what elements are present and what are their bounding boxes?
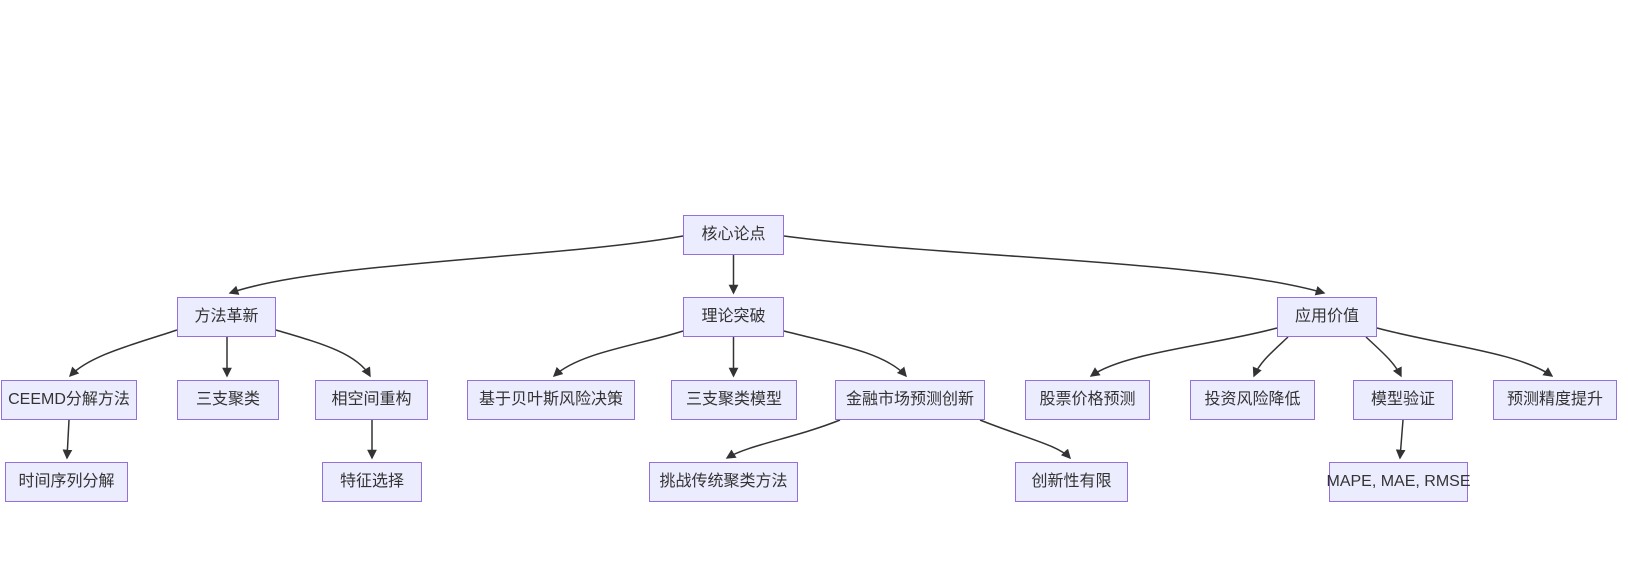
- edge-application-to-model-validation: [1365, 336, 1402, 378]
- node-financial-market-prediction-innovation-label: 金融市场预测创新: [845, 391, 974, 408]
- edge-application-to-stock-prediction: [1089, 327, 1278, 377]
- node-phase-space-reconstruction: 相空间重构: [315, 380, 428, 420]
- edge-theory-to-bayesian-risk: [552, 330, 684, 377]
- node-theory-breakthrough: 理论突破: [683, 297, 784, 337]
- edge-ceemd-to-time-series: [62, 419, 73, 460]
- node-model-validation-label: 模型验证: [1370, 391, 1435, 408]
- node-three-way-clustering: 三支聚类: [177, 380, 279, 420]
- node-mape-mae-rmse: MAPE, MAE, RMSE: [1326, 462, 1471, 502]
- node-stock-price-prediction: 股票价格预测: [1025, 380, 1150, 420]
- node-bayesian-risk-decision-label: 基于贝叶斯风险决策: [478, 391, 623, 408]
- node-method-innovation: 方法革新: [177, 297, 276, 337]
- node-bayesian-risk-decision: 基于贝叶斯风险决策: [467, 380, 635, 420]
- edge-method-to-phase-space: [275, 329, 371, 378]
- node-time-series-decomposition: 时间序列分解: [5, 462, 128, 502]
- edge-method-to-ceemd: [68, 329, 178, 378]
- node-model-validation: 模型验证: [1353, 380, 1453, 420]
- edge-model-validation-to-metrics: [1395, 419, 1406, 460]
- edge-financial-to-limited-innovation: [979, 419, 1071, 460]
- node-ceemd-decomposition: CEEMD分解方法: [1, 380, 137, 420]
- edge-core-to-method-innovation: [228, 235, 684, 295]
- node-time-series-decomposition-label: 时间序列分解: [18, 473, 115, 490]
- node-limited-innovation: 创新性有限: [1015, 462, 1128, 502]
- node-ceemd-decomposition-label: CEEMD分解方法: [8, 391, 130, 408]
- node-prediction-accuracy-improvement: 预测精度提升: [1493, 380, 1617, 420]
- node-core-argument-label: 核心论点: [701, 226, 766, 243]
- node-challenge-traditional-clustering: 挑战传统聚类方法: [649, 462, 798, 502]
- node-application-value: 应用价值: [1277, 297, 1377, 337]
- node-application-value-label: 应用价值: [1294, 308, 1359, 325]
- node-feature-selection-label: 特征选择: [339, 473, 404, 490]
- node-prediction-accuracy-improvement-label: 预测精度提升: [1506, 391, 1603, 408]
- node-method-innovation-label: 方法革新: [194, 308, 259, 325]
- node-phase-space-reconstruction-label: 相空间重构: [331, 391, 412, 408]
- node-challenge-traditional-clustering-label: 挑战传统聚类方法: [659, 473, 788, 490]
- edge-financial-to-challenge-traditional: [725, 419, 841, 459]
- node-feature-selection: 特征选择: [322, 462, 422, 502]
- edge-application-to-investment-risk: [1252, 336, 1289, 378]
- node-three-way-clustering-model-label: 三支聚类模型: [685, 391, 782, 408]
- edge-theory-to-financial-innovation: [783, 330, 907, 378]
- node-limited-innovation-label: 创新性有限: [1031, 473, 1112, 490]
- node-stock-price-prediction-label: 股票价格预测: [1039, 391, 1136, 408]
- node-investment-risk-reduction: 投资风险降低: [1190, 380, 1315, 420]
- edge-core-to-application-value: [783, 235, 1326, 296]
- node-core-argument: 核心论点: [683, 215, 784, 255]
- node-three-way-clustering-label: 三支聚类: [195, 391, 260, 408]
- node-investment-risk-reduction-label: 投资风险降低: [1204, 391, 1301, 408]
- node-financial-market-prediction-innovation: 金融市场预测创新: [835, 380, 985, 420]
- node-mape-mae-rmse-label: MAPE, MAE, RMSE: [1326, 473, 1471, 490]
- node-theory-breakthrough-label: 理论突破: [701, 308, 766, 325]
- edge-application-to-prediction-accuracy: [1376, 327, 1554, 377]
- node-three-way-clustering-model: 三支聚类模型: [671, 380, 797, 420]
